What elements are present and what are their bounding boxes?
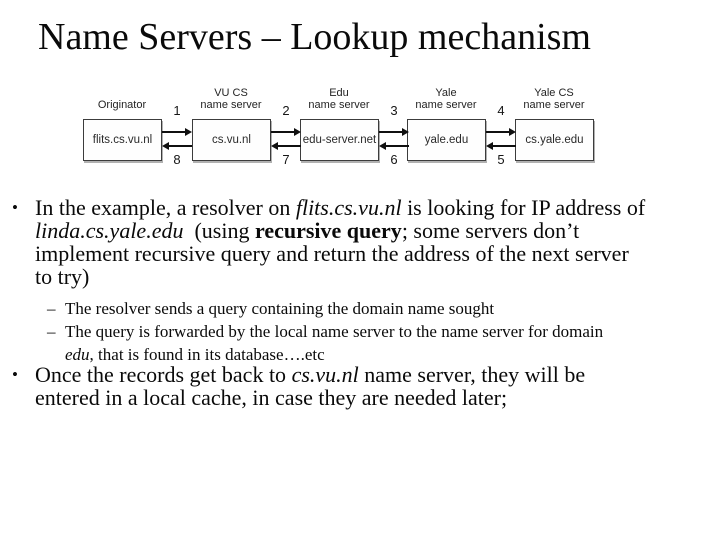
sub-bullet-query-forwarded: – The query is forwarded by the local na… [47, 320, 707, 366]
dash-marker: – [47, 299, 56, 318]
step-number-forward: 3 [390, 103, 398, 118]
bullet-marker: • [12, 198, 18, 217]
link-1: 1 8 [162, 78, 192, 170]
step-number-back: 5 [497, 152, 505, 167]
bullet-local-cache: • Once the records get back to cs.vu.nl … [12, 363, 712, 409]
bullet-recursive-query: • In the example, a resolver on flits.cs… [12, 196, 712, 288]
link-4: 4 5 [486, 78, 516, 170]
node-box-flits-cs-vu-nl: flits.cs.vu.nl [83, 119, 162, 161]
bullet-text: The query is forwarded by the local name… [65, 320, 707, 366]
step-number-back: 7 [282, 152, 290, 167]
node-box-edu-server-net: edu-server.net [300, 119, 379, 161]
dash-marker: – [47, 322, 56, 341]
node-box-cs-vu-nl: cs.vu.nl [192, 119, 271, 161]
arrow-left-icon [162, 142, 192, 150]
sub-bullet-resolver-query: – The resolver sends a query containing … [47, 297, 707, 320]
node-label-yale-server: Yale name server [415, 87, 477, 111]
text-line: linda.cs.yale.edu (using recursive query… [35, 218, 580, 243]
link-2: 2 7 [271, 78, 301, 170]
arrow-left-icon [379, 142, 409, 150]
step-number-forward: 1 [173, 103, 181, 118]
node-label-vu-cs-server: VU CS name server [200, 87, 262, 111]
arrow-right-icon [271, 128, 301, 136]
node-label-edu-server: Edu name server [308, 87, 370, 111]
text-line: to try) [35, 264, 90, 289]
text-line: The resolver sends a query containing th… [65, 299, 495, 318]
bullet-text: Once the records get back to cs.vu.nl na… [35, 363, 712, 409]
node-box-yale-edu: yale.edu [407, 119, 486, 161]
text-line: The query is forwarded by the local name… [65, 322, 604, 341]
arrow-right-icon [379, 128, 409, 136]
text-line: entered in a local cache, in case they a… [35, 385, 508, 410]
bullet-marker: • [12, 365, 18, 384]
bullet-text: The resolver sends a query containing th… [65, 297, 707, 320]
step-number-back: 8 [173, 152, 181, 167]
dns-lookup-diagram: Originator VU CS name server Edu name se… [83, 78, 595, 170]
text-line: edu, that is found in its database….etc [65, 345, 325, 364]
step-number-forward: 4 [497, 103, 505, 118]
arrow-right-icon [162, 128, 192, 136]
arrow-left-icon [486, 142, 516, 150]
slide-title: Name Servers – Lookup mechanism [38, 16, 591, 58]
bullet-text: In the example, a resolver on flits.cs.v… [35, 196, 712, 288]
arrow-right-icon [486, 128, 516, 136]
text-line: Once the records get back to cs.vu.nl na… [35, 362, 586, 387]
text-line: implement recursive query and return the… [35, 241, 629, 266]
node-label-yale-cs-server: Yale CS name server [523, 87, 585, 111]
step-number-back: 6 [390, 152, 398, 167]
step-number-forward: 2 [282, 103, 290, 118]
arrow-left-icon [271, 142, 301, 150]
link-3: 3 6 [379, 78, 409, 170]
text-line: In the example, a resolver on flits.cs.v… [35, 195, 646, 220]
node-label-originator: Originator [97, 99, 147, 111]
node-box-cs-yale-edu: cs.yale.edu [515, 119, 594, 161]
